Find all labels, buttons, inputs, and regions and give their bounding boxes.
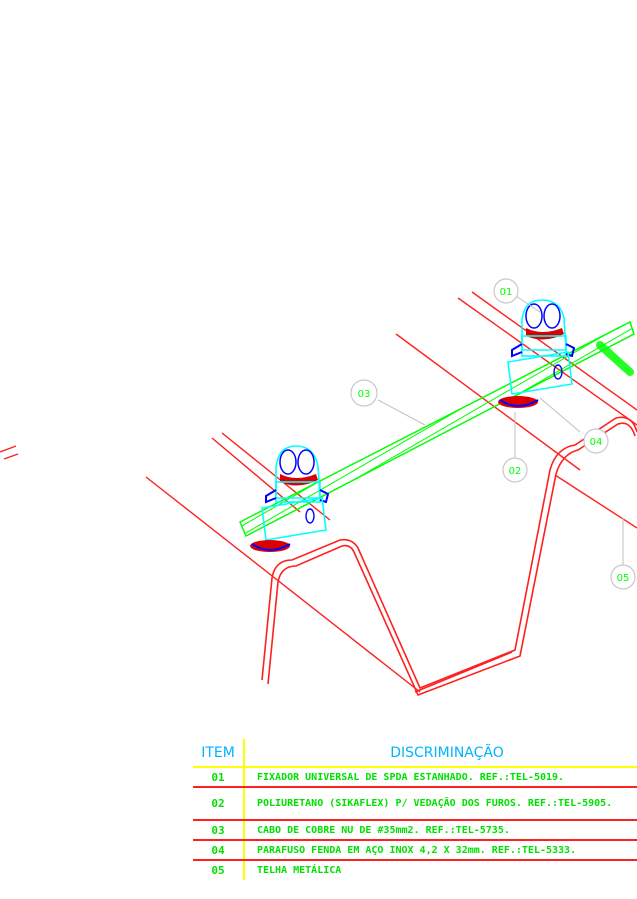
row-description: FIXADOR UNIVERSAL DE SPDA ESTANHADO. REF… xyxy=(244,767,637,788)
callout-04: 04 xyxy=(583,428,609,454)
row-item: 01 xyxy=(193,767,245,788)
callout-05-label: 05 xyxy=(617,573,630,584)
callout-02-label: 02 xyxy=(509,466,522,477)
row-description: TELHA METÁLICA xyxy=(257,865,342,876)
leader-lines xyxy=(377,295,624,565)
header-description: DISCRIMINAÇÃO xyxy=(244,739,637,768)
row-item: 05 xyxy=(193,860,245,880)
parts-list-table: ITEM DISCRIMINAÇÃO 01 FIXADOR UNIVERSAL … xyxy=(193,739,637,880)
row-item: 03 xyxy=(193,820,245,841)
callout-04-label: 04 xyxy=(590,437,603,448)
row-description: PARAFUSO FENDA EM AÇO INOX 4,2 X 32mm. R… xyxy=(244,840,637,861)
callout-02: 02 xyxy=(502,457,528,483)
table-row: 02 POLIURETANO (SIKAFLEX) P/ VEDAÇÃO DOS… xyxy=(193,787,637,821)
callout-03-label: 03 xyxy=(358,389,371,400)
clamp-right xyxy=(498,299,576,408)
callout-01: 01 xyxy=(493,278,519,304)
row-item: 02 xyxy=(193,787,245,821)
callout-05: 05 xyxy=(610,564,636,590)
clamp-left xyxy=(250,445,330,552)
table-row: 05 TELHA METÁLICA xyxy=(193,860,637,880)
row-item: 04 xyxy=(193,840,245,861)
row-description: CABO DE COBRE NU DE #35mm2. REF.:TEL-573… xyxy=(244,820,637,841)
row-description: POLIURETANO (SIKAFLEX) P/ VEDAÇÃO DOS FU… xyxy=(244,787,637,821)
metal-roof-profile xyxy=(261,416,637,697)
callout-03: 03 xyxy=(350,379,378,407)
header-item: ITEM xyxy=(193,739,245,768)
table-row: 03 CABO DE COBRE NU DE #35mm2. REF.:TEL-… xyxy=(193,820,637,841)
roof-lines xyxy=(0,291,637,693)
copper-cable xyxy=(239,320,635,538)
table-row: 01 FIXADOR UNIVERSAL DE SPDA ESTANHADO. … xyxy=(193,767,637,788)
callout-01-label: 01 xyxy=(500,287,513,298)
table-header: ITEM DISCRIMINAÇÃO xyxy=(193,739,637,768)
table-row: 04 PARAFUSO FENDA EM AÇO INOX 4,2 X 32mm… xyxy=(193,840,637,861)
